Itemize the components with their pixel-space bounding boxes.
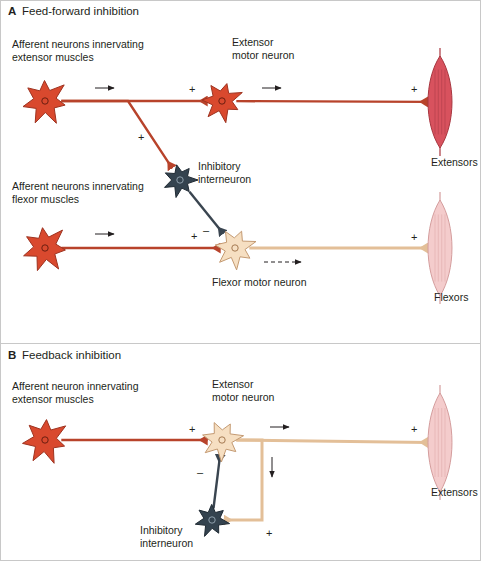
direction-arrow: [95, 88, 114, 89]
muscle-shape: [428, 385, 452, 500]
direction-arrow: [95, 234, 114, 235]
neuron-label: Afferent neurons innervating flexor musc…: [12, 180, 147, 205]
soma-body: [215, 231, 256, 270]
soma-body: [195, 504, 229, 536]
muscle-striation: [435, 214, 436, 281]
panel-letter: A: [8, 5, 16, 19]
muscle-striation: [435, 70, 436, 135]
axon-connector: [190, 192, 224, 234]
direction-arrow: [272, 457, 273, 477]
muscle-striation: [435, 408, 436, 477]
neuron-label: Extensor motor neuron: [212, 378, 278, 403]
axon-connector: [249, 247, 428, 250]
muscle: Extensors: [428, 48, 452, 156]
nucleus: [42, 98, 48, 104]
synapse-sign: +: [191, 230, 197, 243]
neuron-shape: [160, 160, 200, 200]
panel-letter: B: [8, 349, 16, 363]
neuron-label: Extensor motor neuron: [232, 36, 298, 61]
soma-body: [24, 228, 66, 271]
axon-connector: [61, 101, 172, 168]
synapse-sign: –: [203, 224, 209, 237]
muscle-striation: [441, 214, 442, 281]
muscle-belly: [428, 393, 452, 492]
axon-connector: [61, 439, 207, 441]
neuron-shape: [18, 74, 72, 128]
muscle-striation: [438, 408, 439, 477]
synapse-sign: +: [411, 423, 417, 436]
muscle-belly: [428, 56, 452, 148]
synapse-sign: +: [411, 231, 417, 244]
afferent-neuron-soma: Afferent neuron innervating extensor mus…: [29, 424, 62, 457]
neuron-label: Inhibitory interneuron: [140, 524, 200, 549]
direction-arrow: [270, 427, 289, 428]
nucleus: [219, 98, 225, 104]
nucleus: [177, 177, 183, 183]
neuron-shape: [18, 221, 72, 275]
neuron-shape: [198, 416, 246, 464]
synapse-sign: +: [189, 423, 195, 436]
neuron-shape: [192, 500, 232, 540]
synapse-sign: –: [197, 466, 203, 479]
neuron-label: Inhibitory interneuron: [198, 160, 258, 185]
synapse-sign: +: [189, 83, 195, 96]
neuron-label: Flexor motor neuron: [212, 276, 332, 289]
motor-neuron-soma: Flexor motor neuron: [221, 234, 250, 263]
neuron-shape: [18, 413, 72, 467]
motor-neuron-soma: Extensor motor neuron: [208, 87, 237, 116]
axon-connector: [236, 100, 428, 103]
neuron-shape: [198, 77, 246, 125]
dashed-direction-arrow: [264, 262, 301, 263]
synapse-sign: +: [138, 131, 144, 144]
axon-connector: [61, 247, 220, 249]
axon-connector: [236, 440, 428, 442]
interneuron-soma: Inhibitory interneuron: [168, 168, 191, 191]
muscle-striation: [445, 70, 446, 135]
direction-arrow: [262, 88, 281, 89]
nucleus: [42, 245, 48, 251]
muscle-striation: [441, 70, 442, 135]
axon-connector: [224, 440, 262, 520]
axon-connector: [214, 454, 221, 508]
neuron-label: Afferent neurons innervating extensor mu…: [12, 38, 147, 63]
muscle-shape: [428, 192, 452, 304]
panel-title: Feed-forward inhibition: [22, 5, 139, 19]
muscle-striation: [445, 408, 446, 477]
muscle-shape: [428, 48, 452, 156]
neuron-shape: [211, 224, 259, 272]
nucleus: [232, 245, 238, 251]
soma-body: [202, 84, 242, 123]
motor-neuron-soma: Extensor motor neuron: [208, 426, 237, 455]
soma-body: [203, 423, 244, 462]
synapse-sign: +: [411, 83, 417, 96]
muscle: Extensors: [428, 385, 452, 500]
muscle-label: Flexors: [434, 291, 480, 304]
soma-body: [23, 420, 66, 464]
soma-body: [23, 81, 65, 124]
synapse-sign: +: [266, 527, 272, 540]
muscle-striation: [441, 408, 442, 477]
nucleus: [209, 517, 215, 523]
afferent-neuron-soma: Afferent neurons innervating extensor mu…: [29, 85, 62, 118]
soma-body: [165, 165, 199, 198]
neuron-label: Afferent neuron innervating extensor mus…: [12, 380, 147, 405]
nucleus: [42, 437, 48, 443]
muscle-striation: [438, 214, 439, 281]
muscle-label: Extensors: [431, 156, 481, 169]
muscle-label: Extensors: [431, 486, 481, 499]
muscle: Flexors: [428, 192, 452, 304]
muscle-striation: [438, 70, 439, 135]
interneuron-soma: Inhibitory interneuron: [200, 508, 223, 531]
muscle-belly: [428, 200, 452, 296]
afferent-neuron-soma: Afferent neurons innervating flexor musc…: [29, 232, 62, 265]
panel-divider: [1, 343, 480, 344]
muscle-striation: [445, 214, 446, 281]
nucleus: [219, 437, 225, 443]
panel-title: Feedback inhibition: [22, 349, 121, 363]
